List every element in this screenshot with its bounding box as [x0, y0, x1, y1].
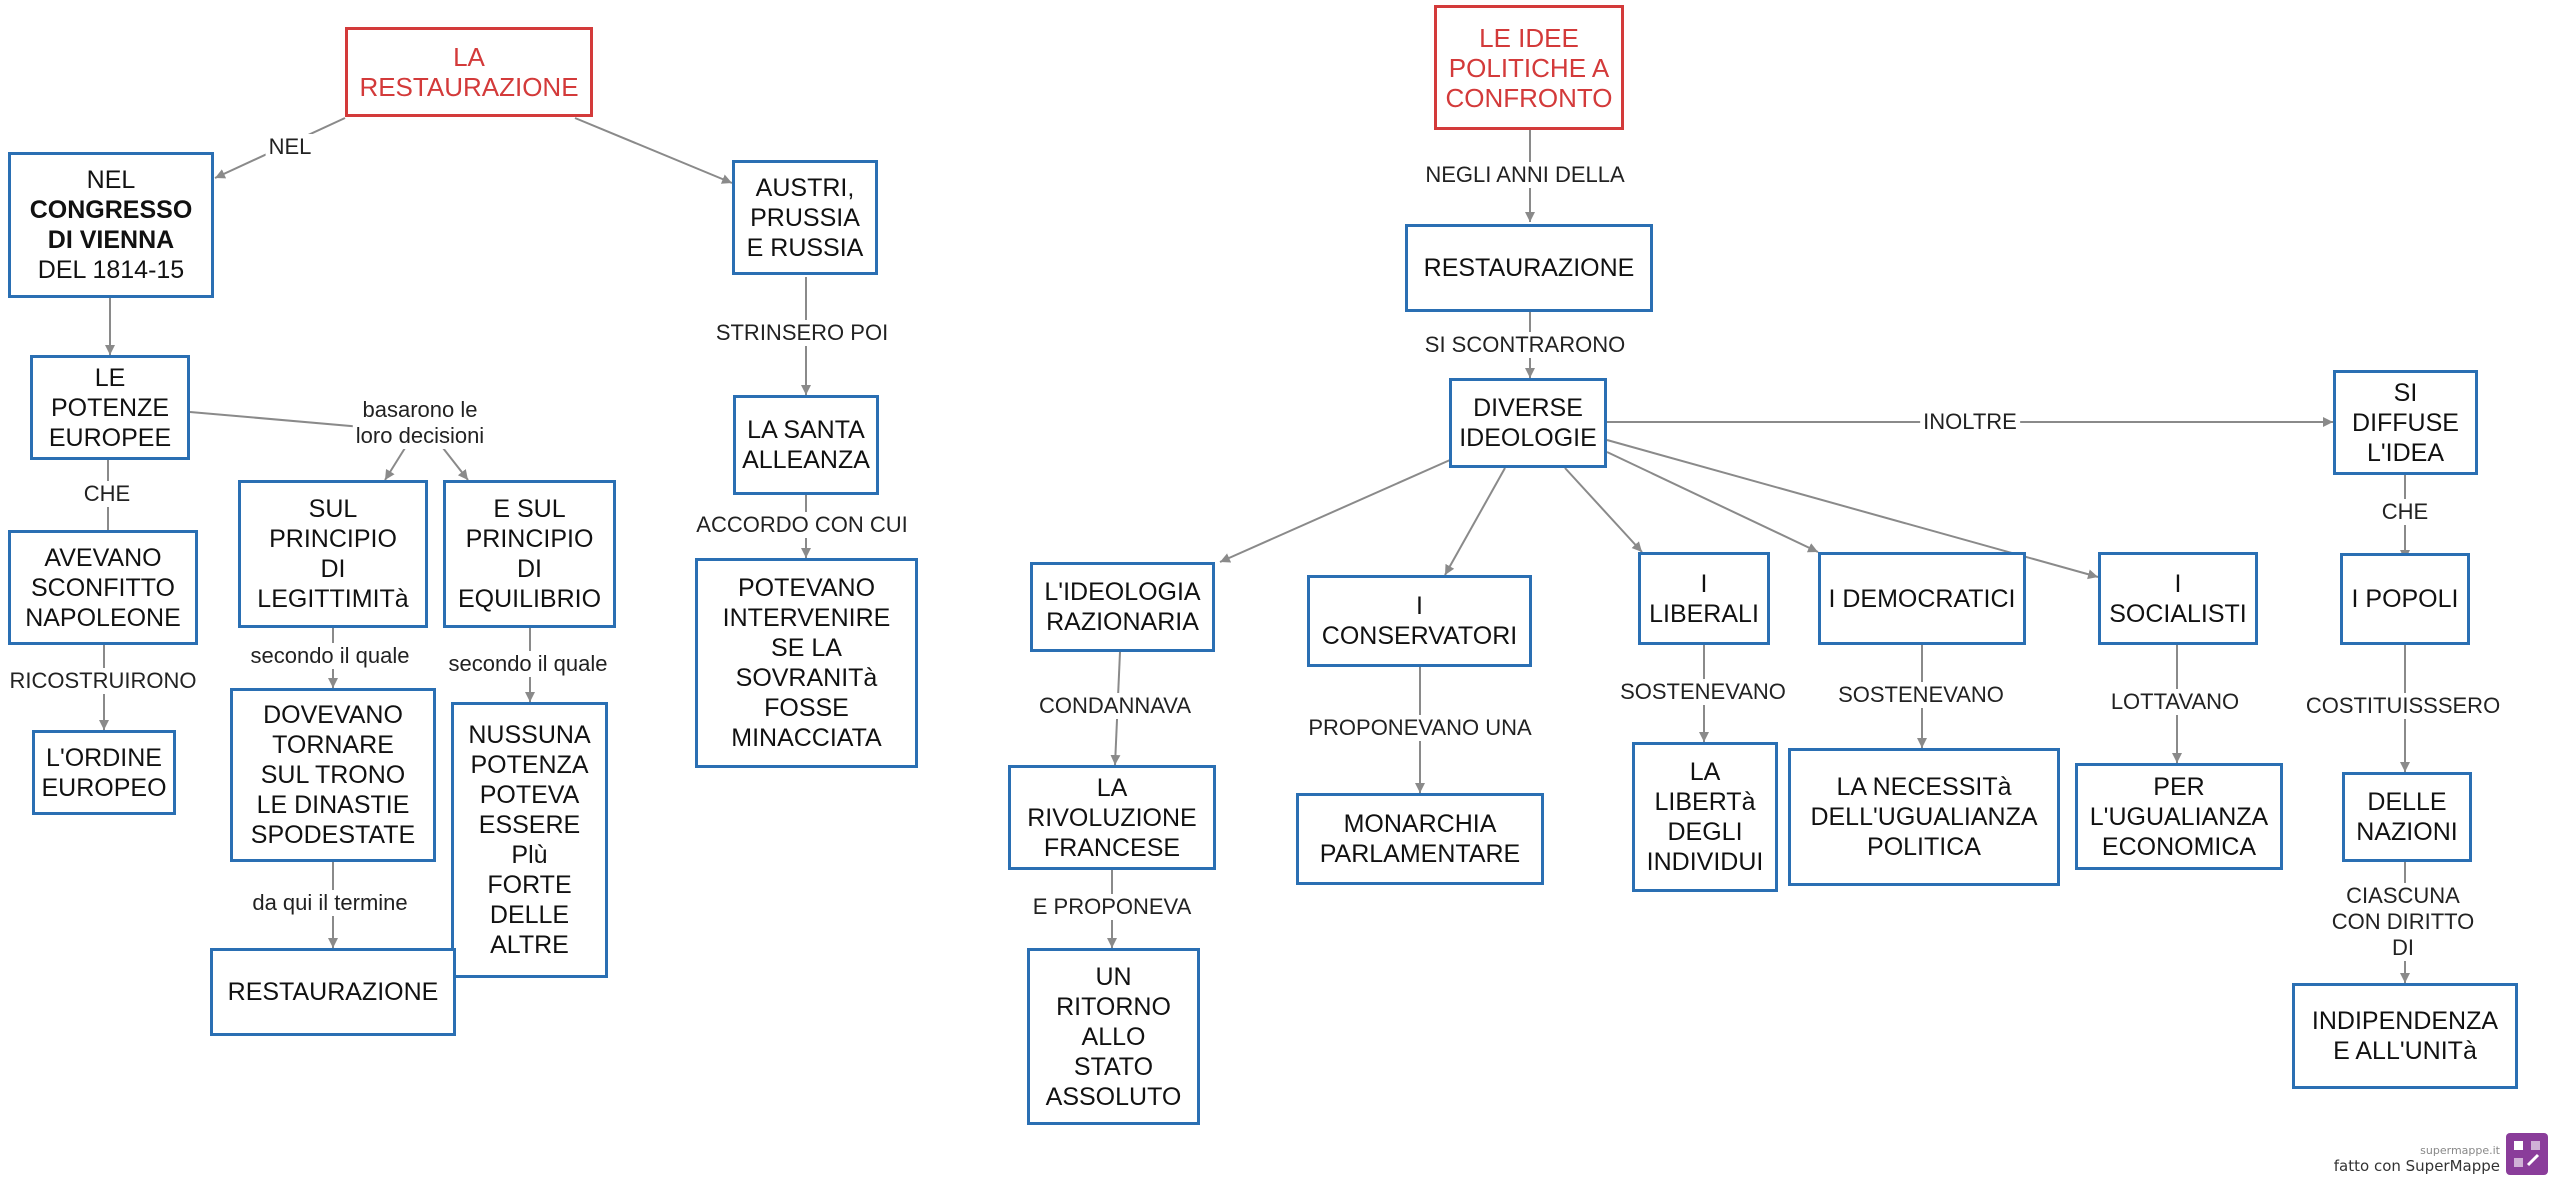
- node-monarchia-parlamentare: MONARCHIA PARLAMENTARE: [1296, 793, 1544, 885]
- brand-url: supermappe.it: [2420, 1144, 2500, 1157]
- node-delle-nazioni: DELLE NAZIONI: [2342, 772, 2472, 862]
- edge-label-e-proponeva: E PROPONEVA: [1029, 894, 1195, 920]
- edge-label-lottavano: LOTTAVANO: [2107, 689, 2243, 715]
- node-diverse-ideologie: DIVERSE IDEOLOGIE: [1449, 378, 1607, 468]
- node-principio-legittimita: SUL PRINCIPIO DI LEGITTIMITà: [238, 480, 428, 628]
- edge-label-ciascuna: CIASCUNA CON DIRITTO DI: [2324, 883, 2482, 961]
- congresso-pre: NEL: [86, 166, 136, 194]
- edge-label-ricostruirono: RICOSTRUIRONO: [6, 668, 200, 694]
- node-conservatori: I CONSERVATORI: [1307, 575, 1532, 667]
- node-rivoluzione-francese: LA RIVOLUZIONE FRANCESE: [1008, 765, 1216, 870]
- node-restaurazione-right: RESTAURAZIONE: [1405, 224, 1653, 312]
- node-necessita-ugualianza: LA NECESSITà DELL'UGUALIANZA POLITICA: [1788, 748, 2060, 886]
- edge-label-secondo-1: secondo il quale: [247, 643, 413, 669]
- edge: [1564, 467, 1643, 553]
- node-restaurazione-left: RESTAURAZIONE: [210, 948, 456, 1036]
- node-idee-politiche: LE IDEE POLITICHE A CONFRONTO: [1434, 5, 1624, 130]
- edge-label-condannava: CONDANNAVA: [1036, 693, 1194, 719]
- edge-label-da-qui: da qui il termine: [249, 890, 411, 916]
- node-principio-equilibrio: E SUL PRINCIPIO DI EQUILIBRIO: [443, 480, 616, 628]
- node-ugualianza-economica: PER L'UGUALIANZA ECONOMICA: [2075, 763, 2283, 870]
- edge: [574, 117, 733, 184]
- node-avevano-sconfitto: AVEVANO SCONFITTO NAPOLEONE: [8, 530, 198, 645]
- node-indipendenza-unita: INDIPENDENZA E ALL'UNITà: [2292, 983, 2518, 1089]
- brand-credit: fatto con SuperMappe: [2333, 1157, 2500, 1175]
- node-la-restaurazione: LA RESTAURAZIONE: [345, 27, 593, 117]
- node-popoli: I POPOLI: [2340, 553, 2470, 645]
- node-liberali: I LIBERALI: [1638, 552, 1770, 645]
- node-ideologia-reazionaria: L'IDEOLOGIA RAZIONARIA: [1030, 562, 1215, 652]
- node-dovevano-tornare: DOVEVANO TORNARE SUL TRONO LE DINASTIE S…: [230, 688, 436, 862]
- edge-label-nel: NEL: [265, 134, 315, 160]
- node-liberta-individui: LA LIBERTà DEGLI INDIVIDUI: [1632, 742, 1778, 892]
- edge-label-sostenevano-2: SOSTENEVANO: [1835, 682, 2007, 708]
- edge-label-sostenevano-1: SOSTENEVANO: [1617, 679, 1789, 705]
- edge-label-costituissero: COSTITUISSSERO: [2302, 693, 2504, 719]
- supermappe-logo-icon: [2506, 1133, 2548, 1175]
- node-santa-alleanza: LA SANTA ALLEANZA: [733, 395, 879, 495]
- congresso-bold: CONGRESSO DI VIENNA: [29, 196, 193, 254]
- node-ritorno-stato-assoluto: UN RITORNO ALLO STATO ASSOLUTO: [1027, 948, 1200, 1125]
- edge-label-che-right: CHE: [2378, 499, 2432, 525]
- node-democratici: I DEMOCRATICI: [1818, 552, 2026, 645]
- edge-label-secondo-2: secondo il quale: [445, 651, 611, 677]
- edge: [442, 447, 469, 481]
- edge-label-si-scontrarono: SI SCONTRARONO: [1421, 332, 1629, 358]
- edge-label-accordo: ACCORDO CON CUI: [693, 512, 911, 538]
- edge: [1219, 459, 1451, 563]
- node-potevano-intervenire: POTEVANO INTERVENIRE SE LA SOVRANITà FOS…: [695, 558, 918, 768]
- node-socialisti: I SOCIALISTI: [2098, 552, 2258, 645]
- edge-label-che: CHE: [80, 481, 134, 507]
- node-si-diffuse: SI DIFFUSE L'IDEA: [2333, 370, 2478, 475]
- node-ordine-europeo: L'ORDINE EUROPEO: [32, 730, 176, 815]
- edge: [1606, 451, 1819, 553]
- edge-label-inoltre: INOLTRE: [1920, 409, 2020, 435]
- congresso-post: DEL 1814-15: [37, 256, 185, 284]
- node-nessuna-potenza: NUSSUNA POTENZA POTEVA ESSERE Plù FORTE …: [451, 702, 608, 978]
- edge-label-strinsero: STRINSERO POI: [712, 320, 892, 346]
- node-austria-prussia-russia: AUSTRI, PRUSSIA E RUSSIA: [732, 160, 878, 275]
- edge: [384, 447, 406, 481]
- node-congresso-di-vienna: NEL CONGRESSO DI VIENNA DEL 1814-15: [8, 152, 214, 298]
- edge: [1444, 467, 1506, 576]
- edge-label-basarono: basarono le loro decisioni: [352, 397, 488, 449]
- supermappe-branding: supermappe.it fatto con SuperMappe: [2334, 1133, 2548, 1175]
- edge-label-negli-anni: NEGLI ANNI DELLA: [1422, 162, 1628, 188]
- edge-label-proponevano: PROPONEVANO UNA: [1305, 715, 1535, 741]
- node-potenze-europee: LE POTENZE EUROPEE: [30, 355, 190, 460]
